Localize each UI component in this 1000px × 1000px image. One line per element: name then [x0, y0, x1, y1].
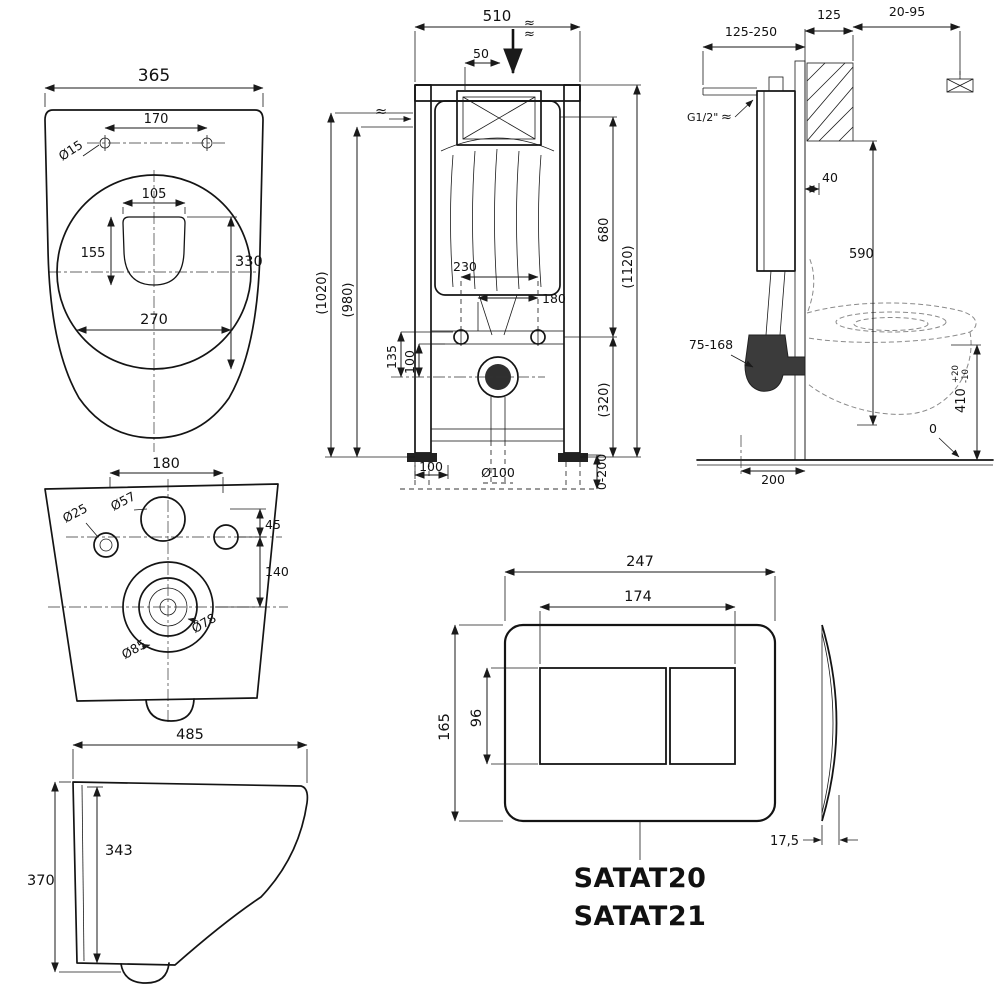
dim-dia85: Ø85 [119, 636, 149, 662]
toilet-outline [44, 109, 264, 439]
dim-depth: 485 [176, 727, 204, 743]
toilet-top-view: 365 170 Ø15 105 155 330 270 [35, 50, 275, 460]
dim-h100: 100 [402, 350, 417, 374]
dim-off140: 140 [265, 564, 289, 579]
frame-side-view: 125-250 125 20-95 G1/2" ≈ 40 590 [645, 4, 1000, 490]
dim-h1120: (1120) [621, 245, 636, 288]
dim-button-height: 96 [469, 709, 485, 727]
dim-dia25: Ø25 [60, 500, 90, 525]
water-supply: ≈ ≈ ≈ [375, 16, 535, 123]
dim-dia100: Ø100 [481, 465, 515, 480]
dim-bowl-length: 330 [235, 254, 263, 270]
dim-h680: 680 [597, 218, 612, 243]
dimensions-frame-side: 125-250 125 20-95 G1/2" ≈ 40 590 [687, 4, 981, 487]
dim-seat-width: 105 [142, 187, 167, 202]
dim-datum-zero: 0 [929, 421, 937, 436]
back-panel-outline [44, 483, 279, 722]
model-labels: SATAT20 SATAT21 [574, 821, 707, 932]
frame-front-view-svg: ≈ ≈ ≈ 510 50 (1020) (980) [315, 7, 641, 490]
dim-h980: (980) [341, 283, 356, 318]
dim-w230: 230 [453, 259, 477, 274]
plate-side-profile [821, 624, 838, 822]
dimensions-plate: 247 174 165 96 17,5 [437, 554, 858, 849]
dim-frame-width: 510 [483, 7, 512, 25]
water-flow-icon: ≈ [524, 27, 535, 42]
dim-button-width: 174 [624, 589, 652, 605]
toilet-back-view-svg: 180 Ø25 Ø57 45 140 Ø78 Ø85 [44, 456, 289, 723]
drain-assembly [391, 294, 545, 484]
dim-off50: 50 [473, 46, 489, 61]
dim-hole-spacing: 170 [144, 112, 169, 127]
dim-height: 370 [27, 873, 55, 889]
dim-w180: 180 [542, 291, 566, 306]
model-name-1: SATAT20 [574, 863, 707, 894]
frame-front-view: ≈ ≈ ≈ 510 50 (1020) (980) [295, 5, 650, 495]
toilet-side-view-svg: 485 370 343 [27, 727, 309, 984]
dim-off40: 40 [822, 170, 838, 185]
dim-seat-depth: 155 [81, 246, 106, 261]
dim-tol-up: +20 [951, 365, 961, 383]
water-flow-icon: ≈ [721, 110, 732, 125]
dim-fix-spacing: 180 [152, 456, 180, 472]
dim-dia57: Ø57 [108, 488, 138, 513]
plate-outline [503, 623, 777, 823]
dim-hole-diameter: Ø15 [56, 137, 86, 164]
dim-off200: 200 [761, 472, 785, 487]
dim-h135: 135 [384, 345, 399, 369]
dimensions-side-view: 485 370 343 [27, 727, 308, 973]
dim-range20-95: 20-95 [889, 5, 925, 19]
dim-overall-width: 365 [138, 66, 170, 86]
frame-and-cistern-side [702, 60, 806, 461]
dim-depth-range: 125-250 [725, 24, 777, 39]
frame-side-view-svg: 125-250 125 20-95 G1/2" ≈ 40 590 [687, 4, 994, 487]
dim-tol-dn: -10 [961, 369, 971, 383]
dim-h320: (320) [597, 383, 612, 418]
dim-bowl-width: 270 [140, 312, 168, 328]
frame-structure [400, 84, 595, 490]
side-profile-outline [72, 781, 309, 984]
wall-section [696, 29, 994, 466]
fixing-rail [430, 328, 565, 346]
toilet-top-view-svg: 365 170 Ø15 105 155 330 270 [44, 66, 264, 452]
dim-h590: 590 [849, 247, 874, 262]
dim-plate-width: 247 [626, 555, 654, 570]
flush-plate-svg: 247 174 165 96 17,5 [437, 554, 858, 932]
toilet-phantom [806, 256, 977, 415]
dim-off45: 45 [265, 517, 281, 532]
dim-h1020: (1020) [315, 271, 330, 314]
dim-inner-height: 343 [105, 843, 133, 859]
dim-thickness: 17,5 [770, 834, 799, 849]
dim-dia78: Ø78 [189, 610, 219, 636]
dim-range75-168: 75-168 [689, 337, 733, 352]
toilet-side-view: 485 370 343 [25, 725, 315, 985]
dim-h410: 410 [954, 388, 969, 413]
dimensions-frame-front: 510 50 (1020) (980) 680 (320) [315, 7, 641, 490]
access-box [456, 90, 542, 146]
dim-adjustable-feet: 0-200 [594, 454, 609, 490]
dim-thread: G1/2" [687, 111, 718, 124]
dimensions-top-view: 365 170 Ø15 105 155 330 270 [44, 66, 264, 370]
model-name-2: SATAT21 [574, 901, 707, 932]
toilet-back-view: 180 Ø25 Ø57 45 140 Ø78 Ø85 [30, 455, 300, 725]
dim-off125: 125 [817, 7, 841, 22]
water-inlet-icon: ≈ [375, 104, 387, 120]
dim-plate-height: 165 [437, 713, 453, 741]
flush-plate-view: 247 174 165 96 17,5 [425, 554, 885, 955]
dim-base100: 100 [419, 459, 443, 474]
